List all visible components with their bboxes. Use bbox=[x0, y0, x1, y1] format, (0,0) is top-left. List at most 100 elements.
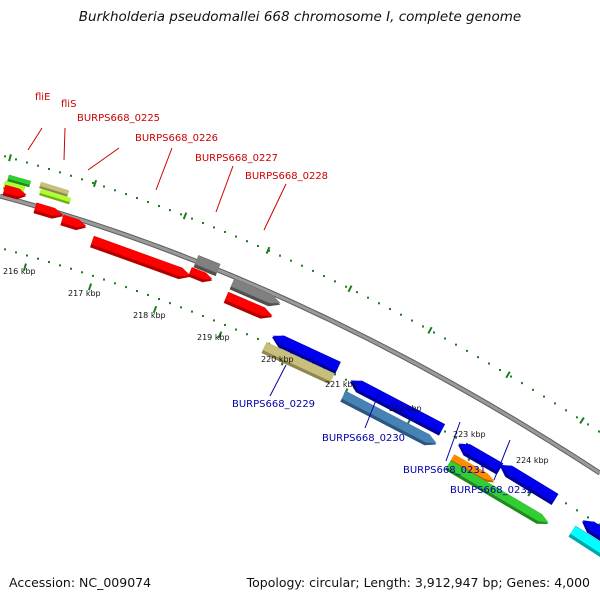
callout-line bbox=[215, 165, 234, 213]
scale-dot bbox=[158, 205, 160, 208]
gene-label: BURPS668_0226 bbox=[135, 133, 218, 144]
scale-tick bbox=[8, 154, 12, 162]
scale-dot bbox=[180, 306, 182, 309]
scale-dot bbox=[345, 285, 347, 288]
scale-dot bbox=[389, 307, 391, 310]
scale-dot bbox=[334, 373, 336, 376]
callout-line bbox=[364, 389, 381, 429]
gene-arrow bbox=[3, 184, 27, 197]
scale-label: 221 kbp bbox=[325, 380, 358, 389]
gene-label: BURPS668_0232 bbox=[450, 485, 533, 496]
scale-dot bbox=[433, 331, 435, 334]
scale-dot bbox=[136, 196, 138, 199]
scale-tick bbox=[347, 285, 353, 293]
scale-dot bbox=[103, 278, 105, 281]
gene-arrow bbox=[458, 443, 504, 472]
scale-dot bbox=[4, 155, 6, 158]
scale-dot bbox=[26, 161, 28, 164]
scale-dot bbox=[26, 254, 28, 257]
scale-dot bbox=[400, 313, 402, 316]
scale-dot bbox=[81, 178, 83, 181]
scale-dot bbox=[466, 349, 468, 352]
gene-feature bbox=[458, 443, 504, 475]
scale-dot bbox=[543, 395, 545, 398]
gene-feature bbox=[445, 460, 549, 525]
scale-dot bbox=[15, 158, 17, 161]
scale-dot bbox=[246, 333, 248, 336]
scale-dot bbox=[4, 248, 6, 251]
scale-tick bbox=[265, 246, 271, 254]
scale-ruler bbox=[4, 154, 600, 526]
scale-dot bbox=[125, 286, 127, 289]
scale-dot bbox=[257, 337, 259, 340]
callout-line bbox=[269, 364, 287, 397]
scale-dot bbox=[488, 362, 490, 365]
feature-track bbox=[2, 174, 600, 558]
scale-label: 219 kbp bbox=[197, 333, 230, 342]
scale-dot bbox=[246, 240, 248, 243]
scale-dot bbox=[37, 164, 39, 167]
scale-dot bbox=[411, 319, 413, 322]
gene-arrow bbox=[39, 181, 70, 195]
gene-feature bbox=[33, 202, 64, 219]
scale-dot bbox=[92, 274, 94, 277]
scale-dot bbox=[59, 171, 61, 174]
callout-line bbox=[155, 147, 173, 191]
scale-dot bbox=[257, 244, 259, 247]
scale-label: 224 kbp bbox=[516, 456, 549, 465]
scale-dot bbox=[169, 302, 171, 305]
gene-feature bbox=[229, 278, 281, 307]
gene-label: fliE bbox=[35, 92, 50, 103]
gene-label: BURPS668_0227 bbox=[195, 153, 278, 164]
scale-dot bbox=[125, 193, 127, 196]
scale-dot bbox=[224, 230, 226, 233]
backbone-shadow bbox=[0, 193, 600, 476]
gene-feature bbox=[340, 390, 437, 446]
scale-dot bbox=[114, 282, 116, 285]
scale-dot bbox=[367, 296, 369, 299]
scale-dot bbox=[576, 416, 578, 419]
scale-dot bbox=[114, 189, 116, 192]
chromosome-backbone bbox=[0, 193, 600, 476]
backbone-line bbox=[0, 194, 600, 475]
scale-dot bbox=[444, 430, 446, 433]
scale-dot bbox=[510, 375, 512, 378]
scale-tick bbox=[217, 331, 223, 339]
gene-arrow bbox=[341, 391, 437, 444]
gene-arrow bbox=[194, 255, 221, 274]
callout-line bbox=[27, 127, 43, 151]
scale-dot bbox=[48, 260, 50, 263]
scale-dot bbox=[48, 167, 50, 170]
scale-dot bbox=[444, 337, 446, 340]
scale-dot bbox=[466, 442, 468, 445]
scale-dot bbox=[455, 436, 457, 439]
gene-label: BURPS668_0229 bbox=[232, 399, 315, 410]
scale-dot bbox=[565, 502, 567, 505]
gene-label: fliS bbox=[61, 99, 76, 110]
scale-tick bbox=[152, 305, 158, 314]
scale-dot bbox=[587, 423, 589, 426]
genome-title: Burkholderia pseudomallei 668 chromosome… bbox=[78, 9, 522, 25]
gene-feature bbox=[449, 454, 495, 483]
scale-dot bbox=[169, 209, 171, 212]
gene-arrow bbox=[61, 214, 87, 228]
gene-arrow bbox=[500, 464, 559, 503]
scale-dot bbox=[279, 254, 281, 257]
gene-label: BURPS668_0231 bbox=[403, 465, 486, 476]
callout-line bbox=[445, 421, 461, 462]
scale-dot bbox=[70, 174, 72, 177]
gene-arrow bbox=[350, 380, 445, 433]
scale-label: 222 kbp bbox=[389, 404, 422, 413]
gene-arrow bbox=[34, 202, 64, 216]
scale-dot bbox=[290, 259, 292, 262]
scale-tick bbox=[23, 263, 27, 271]
gene-feature bbox=[582, 520, 600, 543]
scale-dot bbox=[455, 343, 457, 346]
callout-line bbox=[493, 439, 511, 481]
gene-label: BURPS668_0225 bbox=[77, 113, 160, 124]
callout-line bbox=[87, 147, 120, 171]
scale-dot bbox=[147, 200, 149, 203]
gene-feature bbox=[2, 184, 27, 200]
